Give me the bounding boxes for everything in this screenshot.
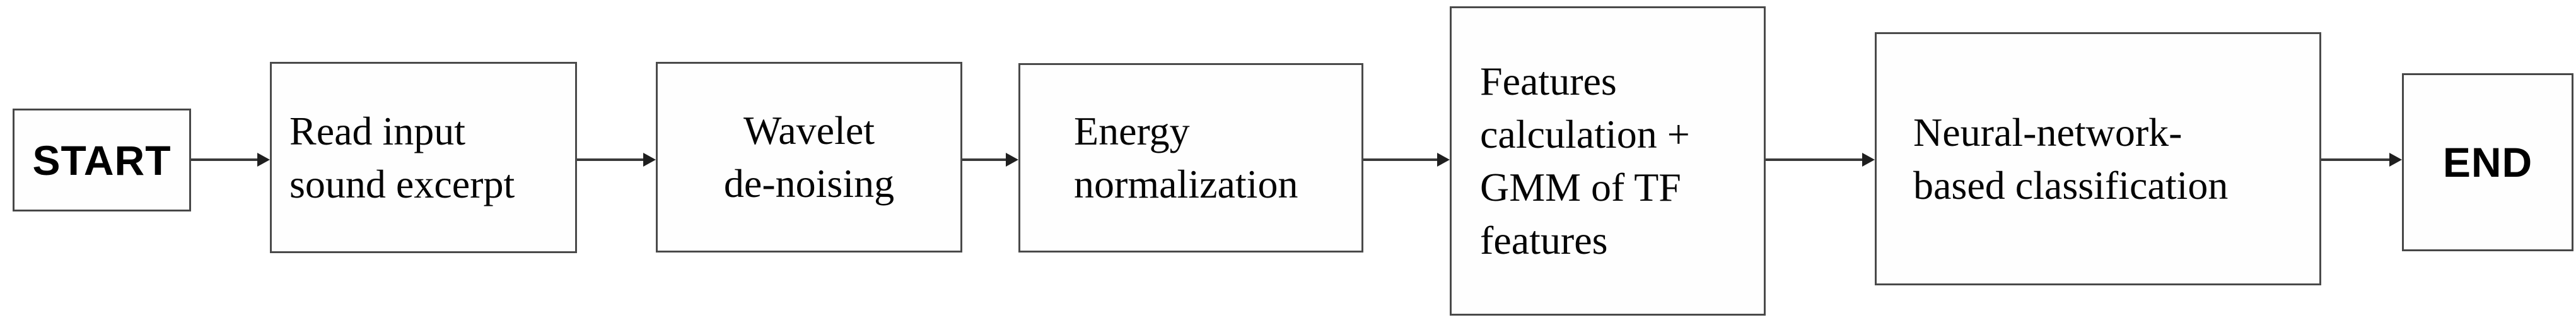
arrowhead-right-icon xyxy=(1437,153,1450,167)
arrow-shaft xyxy=(1363,158,1440,161)
flow-node-features-label: Features calculation + GMM of TF feature… xyxy=(1480,59,1690,263)
arrow-shaft xyxy=(1766,158,1865,161)
flow-node-wavelet-label: Wavelet de-noising xyxy=(723,108,895,206)
flow-node-read-label: Read input sound excerpt xyxy=(289,108,515,206)
arrow-shaft xyxy=(2321,158,2392,161)
arrowhead-right-icon xyxy=(1862,153,1875,167)
arrowhead-right-icon xyxy=(2389,153,2402,167)
flow-node-energy-label: Energy normalization xyxy=(1074,109,1298,206)
flow-node-start-label: START xyxy=(32,136,172,184)
flow-node-end-label: END xyxy=(2442,139,2533,186)
arrowhead-right-icon xyxy=(1006,153,1018,167)
flow-node-wavelet-denoising: Wavelet de-noising xyxy=(656,62,962,253)
flow-node-start: START xyxy=(13,109,191,211)
arrowhead-right-icon xyxy=(643,153,656,167)
flow-node-features-calculation-gmm: Features calculation + GMM of TF feature… xyxy=(1450,6,1766,316)
arrowhead-right-icon xyxy=(257,153,270,167)
arrow-shaft xyxy=(191,158,260,161)
flow-node-energy-normalization: Energy normalization xyxy=(1018,63,1363,253)
flow-node-read-input-sound-excerpt: Read input sound excerpt xyxy=(270,62,577,253)
flow-node-neural-network-classification: Neural-network- based classification xyxy=(1875,32,2321,285)
flow-node-neural-label: Neural-network- based classification xyxy=(1913,109,2229,208)
arrow-shaft xyxy=(577,158,646,161)
flow-node-end: END xyxy=(2402,73,2573,251)
arrow-shaft xyxy=(962,158,1008,161)
